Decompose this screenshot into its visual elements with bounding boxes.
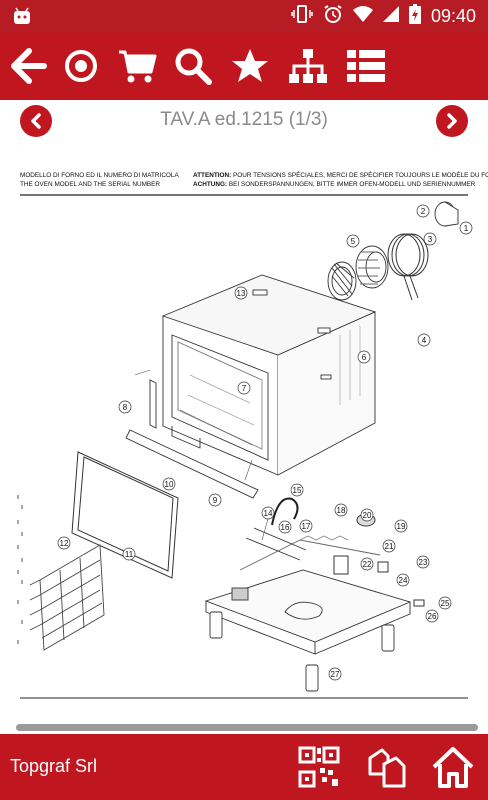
page-viewer[interactable]: TAV.A ed.1215 (1/3) MODELLO DI FORNO ED …: [0, 100, 488, 732]
callout-4: 4: [417, 333, 431, 347]
svg-text:10: 10: [165, 480, 174, 489]
bottom-bar: Topgraf Srl: [0, 734, 488, 800]
callout-24: 24: [396, 573, 410, 587]
svg-text:20: 20: [363, 511, 372, 520]
copy-pages-icon[interactable]: [364, 744, 410, 790]
callout-17: 17: [299, 519, 313, 533]
note-right-line1: ATTENTION: POUR TENSIONS SPÉCIALES, MERC…: [193, 170, 488, 179]
callout-1: 1: [459, 221, 473, 235]
home-icon[interactable]: [430, 744, 476, 790]
callout-2: 2: [416, 204, 430, 218]
previous-page-button[interactable]: [20, 105, 52, 137]
svg-text:6: 6: [362, 353, 367, 362]
search-icon[interactable]: [172, 45, 214, 87]
fan-guard: [327, 261, 357, 301]
svg-text:11: 11: [125, 550, 134, 559]
note-right-line2: ACHTUNG: BEI SONDERSPANNUNGEN, BITTE IMM…: [193, 181, 476, 188]
target-icon[interactable]: [60, 45, 102, 87]
callout-8: 8: [118, 400, 132, 414]
scrollbar-thumb[interactable]: [16, 724, 478, 731]
star-icon[interactable]: [229, 45, 271, 87]
vibrate-icon: [291, 5, 313, 28]
door-gasket: [71, 451, 179, 579]
oven-body: [149, 274, 377, 476]
svg-text:9: 9: [213, 496, 218, 505]
callout-27: 27: [328, 667, 342, 681]
callout-23: 23: [416, 555, 430, 569]
fan-impeller: [355, 245, 389, 289]
svg-text:22: 22: [363, 560, 372, 569]
motor: [434, 201, 459, 227]
side-rack: [29, 544, 105, 651]
heating-element: [387, 233, 429, 301]
svg-text:16: 16: [281, 523, 290, 532]
callout-3: 3: [423, 232, 437, 246]
callout-6: 6: [357, 350, 371, 364]
chevron-left-icon: [31, 113, 41, 129]
part-callouts: 1 2 3 4 5 6 7 8 9 10 11 12 13 14 15 16 1…: [57, 204, 473, 681]
svg-text:15: 15: [293, 486, 302, 495]
company-name: Topgraf Srl: [10, 756, 98, 776]
callout-9: 9: [208, 493, 222, 507]
status-bar: 09:40: [0, 0, 488, 33]
svg-text:8: 8: [123, 403, 128, 412]
callout-18: 18: [334, 503, 348, 517]
callout-13: 13: [234, 286, 248, 300]
signal-icon: [382, 6, 399, 27]
svg-text:14: 14: [264, 509, 273, 518]
oven-feet: [209, 611, 395, 692]
svg-text:5: 5: [351, 237, 356, 246]
svg-text:12: 12: [60, 539, 69, 548]
svg-text:23: 23: [419, 558, 428, 567]
clock-time: 09:40: [430, 6, 476, 26]
svg-text:18: 18: [337, 506, 346, 515]
battery-charging-icon: [408, 4, 421, 29]
callout-14: 14: [261, 506, 275, 520]
wifi-icon: [352, 6, 373, 27]
callout-16: 16: [278, 520, 292, 534]
svg-text:25: 25: [441, 599, 450, 608]
exploded-parts-drawing: MODELLO DI FORNO ED IL NUMERO DI MATRICO…: [17, 170, 488, 699]
callout-5: 5: [346, 234, 360, 248]
callout-26: 26: [425, 609, 439, 623]
alarm-icon: [323, 4, 343, 29]
hierarchy-icon[interactable]: [287, 45, 329, 87]
svg-text:3: 3: [428, 235, 433, 244]
qr-code-icon[interactable]: [296, 744, 342, 790]
svg-text:7: 7: [242, 384, 247, 393]
callout-20: 20: [360, 508, 374, 522]
back-arrow-icon[interactable]: [8, 45, 50, 87]
svg-text:26: 26: [428, 612, 437, 621]
note-left-line1: MODELLO DI FORNO ED IL NUMERO DI MATRICO…: [20, 172, 179, 179]
callout-22: 22: [360, 557, 374, 571]
svg-text:21: 21: [385, 542, 394, 551]
callout-10: 10: [162, 477, 176, 491]
callout-11: 11: [122, 547, 136, 561]
android-icon: [12, 7, 32, 30]
oven-base: [204, 535, 412, 655]
horizontal-scrollbar[interactable]: [16, 724, 478, 731]
svg-text:24: 24: [399, 576, 408, 585]
cart-icon[interactable]: [116, 45, 158, 87]
svg-text:1: 1: [464, 224, 469, 233]
chevron-right-icon: [447, 113, 457, 129]
callout-25: 25: [438, 596, 452, 610]
top-toolbar: [0, 33, 488, 100]
list-icon[interactable]: [345, 45, 387, 87]
svg-text:4: 4: [422, 336, 427, 345]
svg-text:17: 17: [302, 522, 311, 531]
callout-21: 21: [382, 539, 396, 553]
svg-text:2: 2: [421, 207, 426, 216]
callout-15: 15: [290, 483, 304, 497]
svg-text:13: 13: [237, 289, 246, 298]
callout-7: 7: [237, 381, 251, 395]
next-page-button[interactable]: [436, 105, 468, 137]
callout-12: 12: [57, 536, 71, 550]
svg-text:19: 19: [397, 522, 406, 531]
svg-text:27: 27: [331, 670, 340, 679]
note-left-line2: THE OVEN MODEL AND THE SERIAL NUMBER: [20, 181, 160, 188]
page-title: TAV.A ed.1215 (1/3): [160, 109, 328, 130]
callout-19: 19: [394, 519, 408, 533]
